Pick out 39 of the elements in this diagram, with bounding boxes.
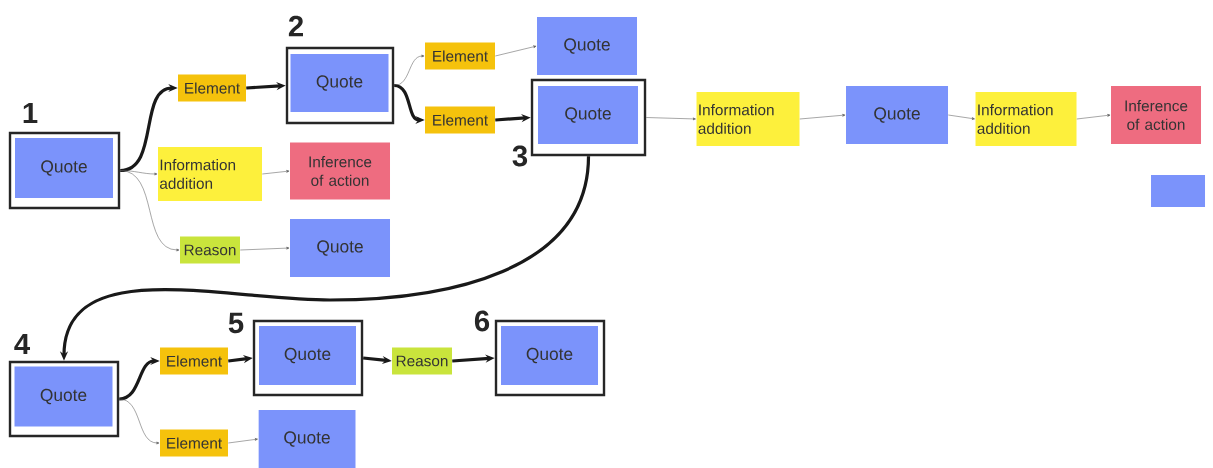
element-tag: Element bbox=[178, 74, 246, 102]
node-label: 6 bbox=[474, 310, 490, 332]
quote-note: Quote bbox=[538, 86, 638, 144]
quote-note: Quote bbox=[290, 54, 389, 112]
inference-note: Inference of action bbox=[290, 142, 390, 200]
arrow bbox=[495, 45, 537, 57]
information-tag: Information addition bbox=[975, 92, 1077, 146]
arrow bbox=[119, 170, 180, 252]
arrow bbox=[240, 246, 290, 251]
arrow bbox=[118, 398, 160, 445]
element-tag: Element bbox=[425, 106, 495, 134]
arrow bbox=[228, 438, 258, 444]
quote-note: Quote bbox=[846, 86, 948, 144]
arrow bbox=[948, 114, 975, 120]
quote-note: Quote bbox=[290, 219, 390, 277]
quote-note: Quote bbox=[258, 410, 356, 468]
node-label: 5 bbox=[228, 312, 244, 334]
quote-note: Quote bbox=[15, 138, 113, 198]
element-tag: Element bbox=[425, 42, 495, 70]
reason-tag: Reason bbox=[392, 347, 452, 375]
node-label: 3 bbox=[512, 145, 528, 167]
blank-note bbox=[1151, 175, 1205, 207]
quote-note: Quote bbox=[537, 17, 637, 75]
quote-note: Quote bbox=[501, 326, 598, 385]
information-tag: Information addition bbox=[696, 92, 800, 146]
element-tag: Element bbox=[160, 429, 228, 457]
arrow bbox=[645, 117, 696, 121]
arrow bbox=[799, 113, 846, 120]
information-tag: Information addition bbox=[158, 147, 262, 201]
node-label: 1 bbox=[23, 102, 38, 124]
arrow bbox=[1076, 114, 1111, 120]
node-label: 4 bbox=[14, 333, 31, 355]
arrow bbox=[262, 170, 290, 175]
node-label: 2 bbox=[288, 15, 303, 37]
quote-note: Quote bbox=[259, 326, 356, 385]
inference-note: Inference of action bbox=[1111, 86, 1201, 144]
quote-note: Quote bbox=[14, 366, 113, 427]
element-tag: Element bbox=[160, 347, 228, 375]
reason-tag: Reason bbox=[180, 236, 240, 264]
